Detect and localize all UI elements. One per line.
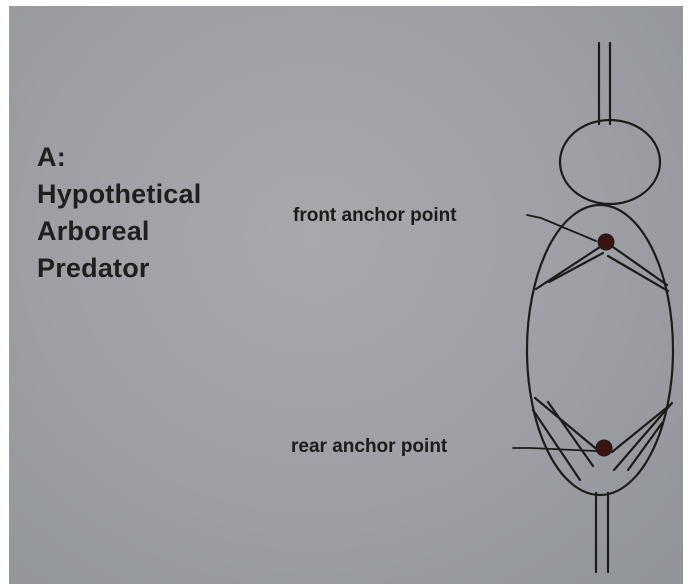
front-limb-left-lower: [549, 253, 603, 282]
front-anchor-dot: [598, 234, 614, 250]
rear-limb-left-2: [533, 410, 580, 480]
front-limb-right-lower: [608, 256, 668, 291]
head-circle: [560, 120, 660, 204]
rear-anchor-label: rear anchor point: [291, 436, 447, 458]
rear-limb-right-2: [614, 403, 672, 470]
rear-anchor-dot: [596, 440, 612, 456]
front-anchor-label: front anchor point: [293, 205, 457, 227]
rear-limb-left-3: [548, 402, 593, 466]
rear-leader-line: [513, 448, 596, 451]
